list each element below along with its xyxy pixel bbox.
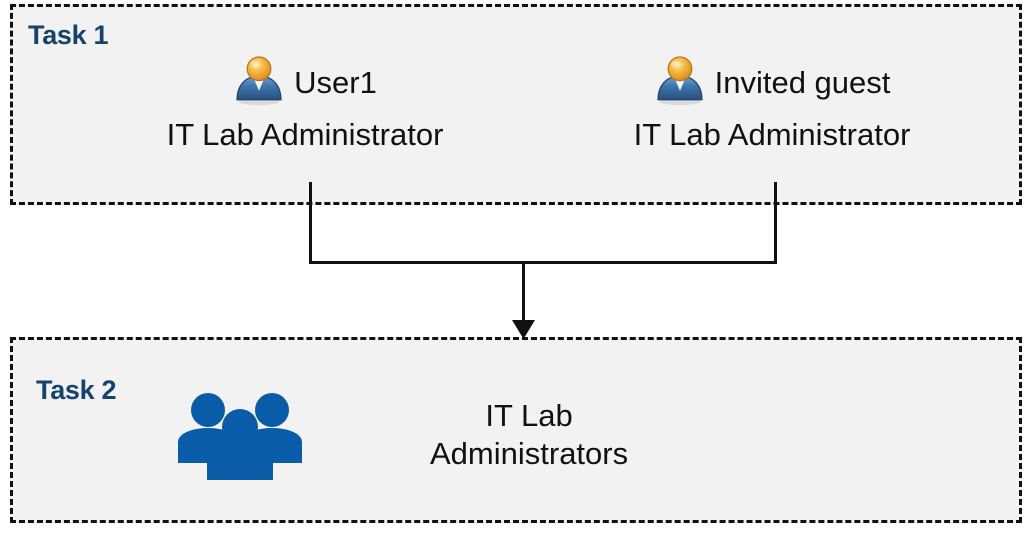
group-name: IT Lab Administrators — [430, 398, 629, 471]
person-entry-user1: User1 IT Lab Administrator — [120, 52, 490, 150]
person-name-invited-guest: Invited guest — [714, 64, 891, 100]
person-name-user1: User1 — [294, 64, 377, 100]
task-1-label: Task 1 — [28, 20, 109, 50]
user-icon — [236, 56, 282, 106]
group-of-people-icon — [178, 393, 302, 480]
task-2-label: Task 2 — [36, 375, 117, 405]
person-header-user1: User1 — [120, 52, 490, 110]
person-entry-invited-guest: Invited guest IT Lab Administrator — [572, 52, 972, 150]
person-role-user1: IT Lab Administrator — [166, 117, 444, 152]
person-role-invited-guest: IT Lab Administrator — [633, 117, 911, 152]
person-header-invited-guest: Invited guest — [572, 52, 972, 110]
user-icon — [657, 56, 703, 106]
group-entry: IT Lab Administrators — [170, 380, 810, 490]
task-2-container — [10, 337, 1022, 523]
task-1-container — [10, 4, 1022, 205]
